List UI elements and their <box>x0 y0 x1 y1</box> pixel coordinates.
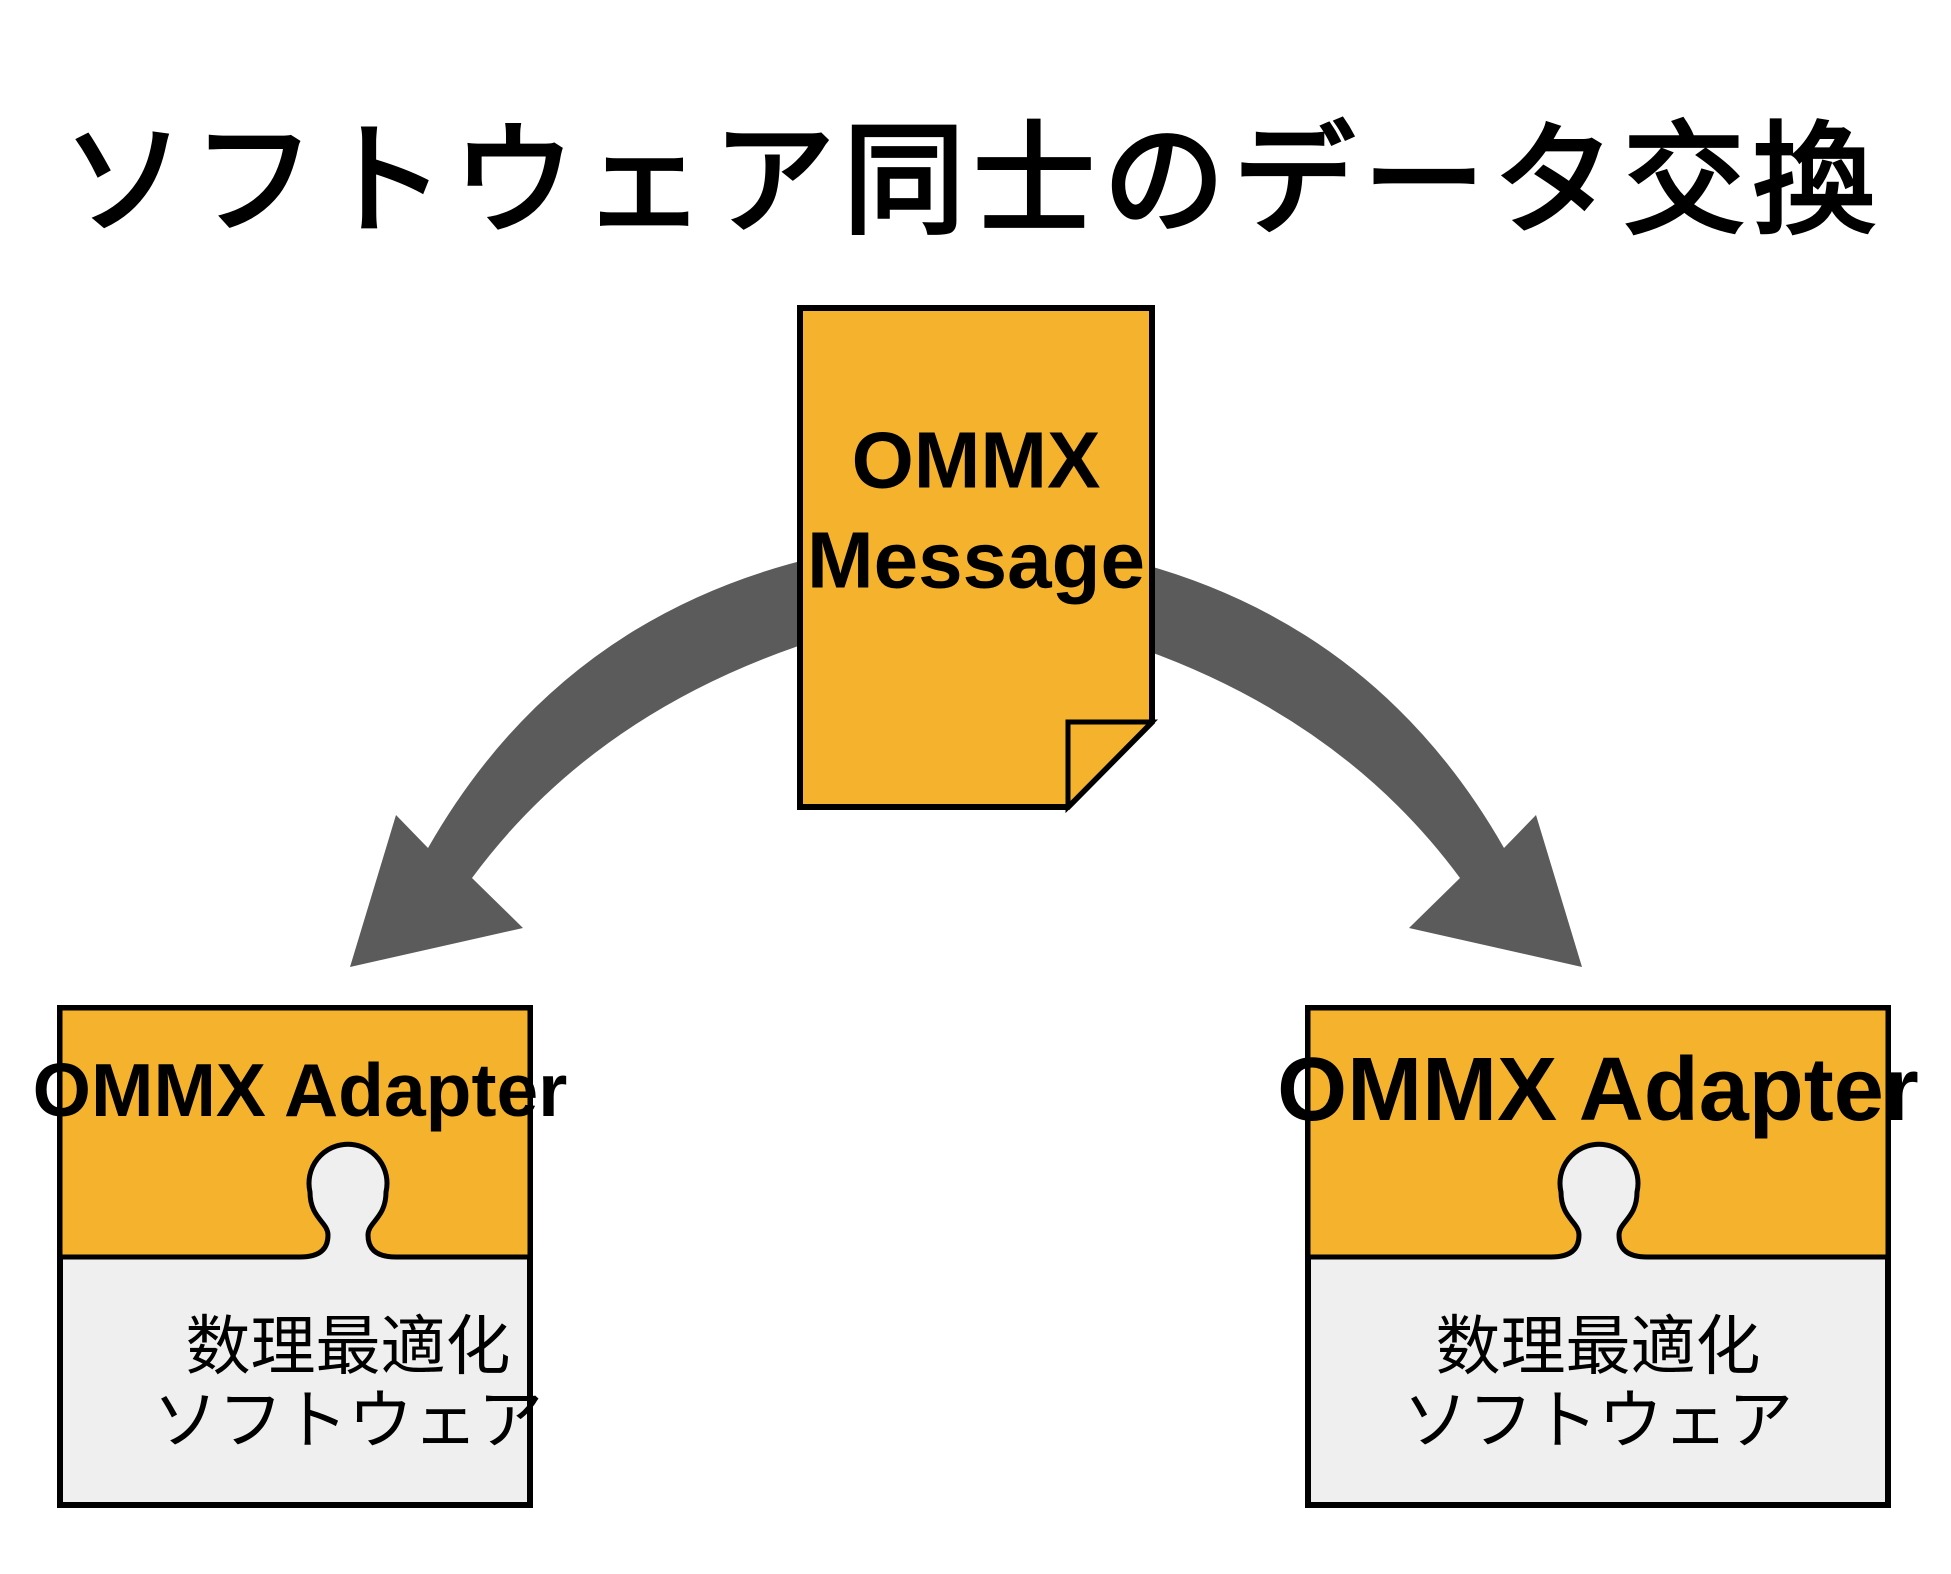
software-label-left-line2: ソフトウェア <box>153 1384 543 1457</box>
ommx-message-document: OMMX Message <box>797 305 1158 814</box>
arrow-to-right-adapter <box>1052 545 1582 967</box>
document-label-line2: Message <box>807 516 1145 605</box>
curved-arrow-left-icon <box>350 545 880 967</box>
adapter-block-right: OMMX Adapter 数理最適化 ソフトウェア <box>1277 1005 1919 1508</box>
adapter-block-left: OMMX Adapter 数理最適化 ソフトウェア <box>33 1005 568 1508</box>
adapter-label-right: OMMX Adapter <box>1277 1040 1919 1140</box>
adapter-label-left: OMMX Adapter <box>33 1048 568 1132</box>
page-title: ソフトウェア同士のデータ交換 <box>63 113 1883 249</box>
software-label-left-line1: 数理最適化 <box>185 1310 510 1383</box>
curved-arrow-right-icon <box>1052 545 1582 967</box>
document-label-line1: OMMX <box>852 416 1101 505</box>
software-label-right-line1: 数理最適化 <box>1435 1310 1760 1383</box>
adapter-puzzle-piece-left <box>57 1005 533 1260</box>
adapter-puzzle-piece-right <box>1305 1005 1891 1260</box>
software-label-right-line2: ソフトウェア <box>1403 1384 1793 1457</box>
document-fold-corner-icon <box>1065 719 1158 814</box>
arrow-to-left-adapter <box>350 545 880 967</box>
